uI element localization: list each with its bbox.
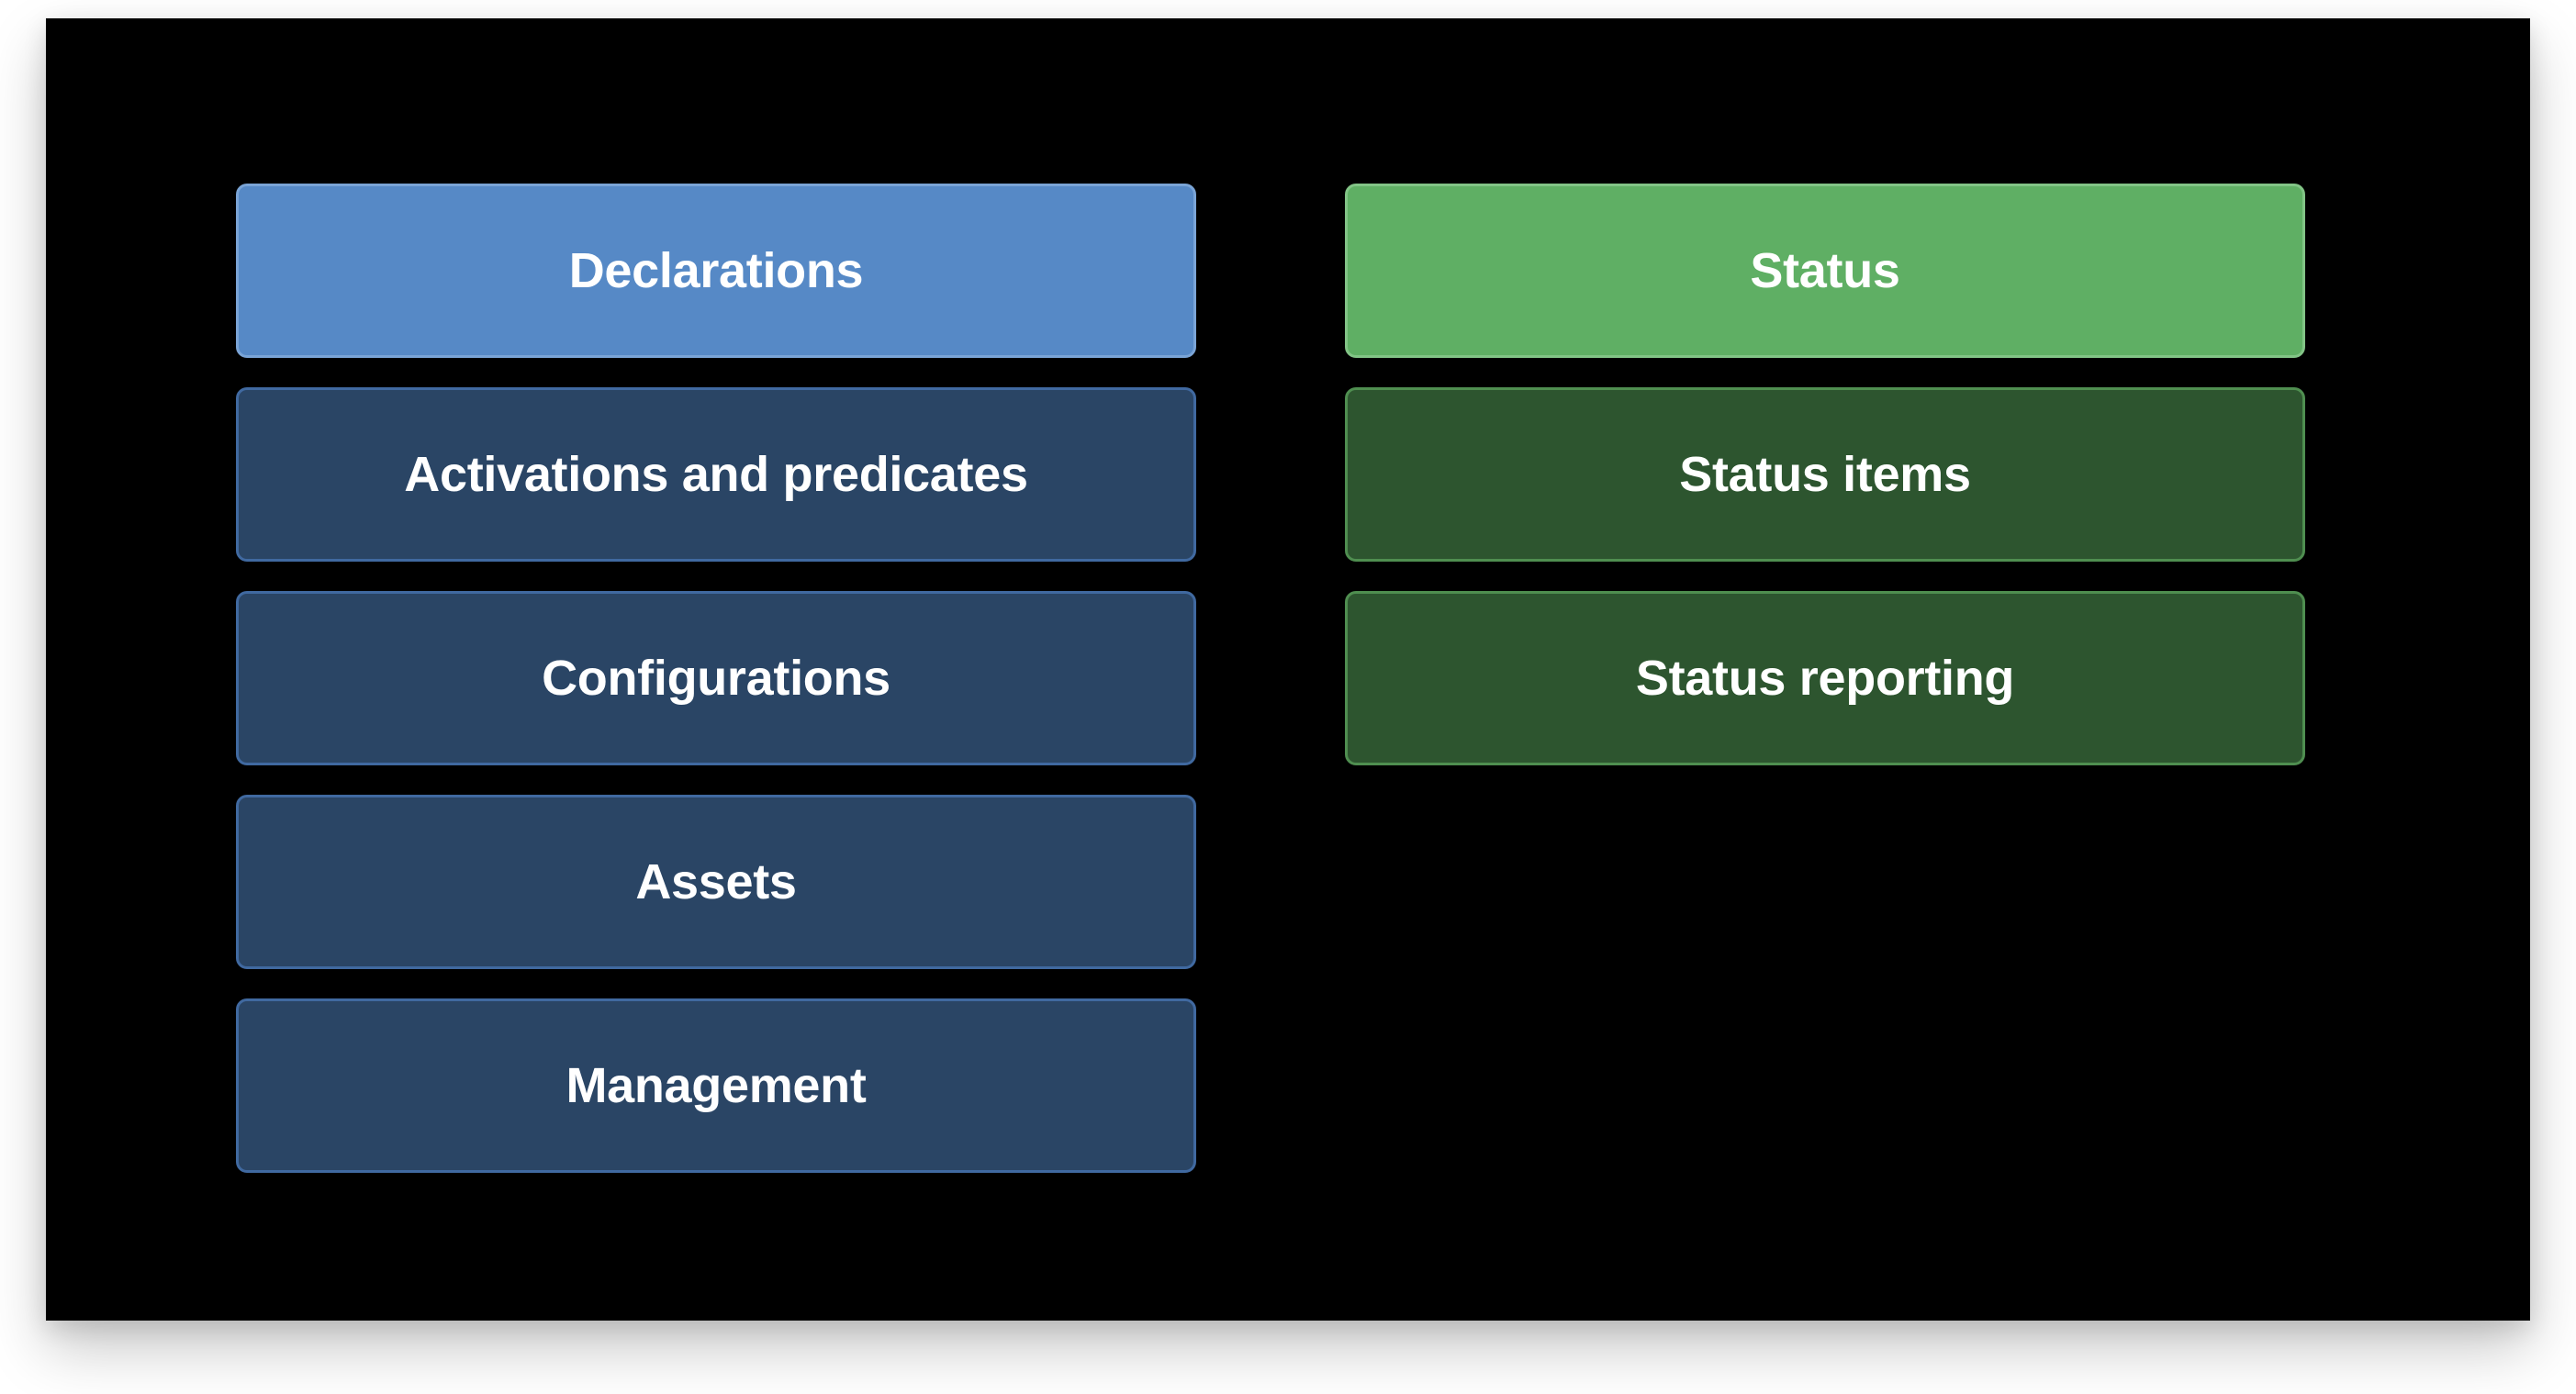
declarations-header-box: Declarations xyxy=(236,184,1196,358)
box-label: Status items xyxy=(1679,447,1971,502)
box-label: Assets xyxy=(635,854,797,909)
status-header-box: Status xyxy=(1345,184,2305,358)
status-items-box: Status items xyxy=(1345,387,2305,562)
slide: Declarations Activations and predicates … xyxy=(46,18,2530,1321)
box-label: Configurations xyxy=(542,651,890,706)
status-header-label: Status xyxy=(1750,243,1900,298)
management-box: Management xyxy=(236,998,1196,1173)
configurations-box: Configurations xyxy=(236,591,1196,765)
activations-and-predicates-box: Activations and predicates xyxy=(236,387,1196,562)
box-label: Management xyxy=(566,1058,867,1113)
assets-box: Assets xyxy=(236,795,1196,969)
box-label: Activations and predicates xyxy=(404,447,1028,502)
box-label: Status reporting xyxy=(1635,651,2015,706)
declarations-header-label: Declarations xyxy=(568,243,864,298)
status-reporting-box: Status reporting xyxy=(1345,591,2305,765)
